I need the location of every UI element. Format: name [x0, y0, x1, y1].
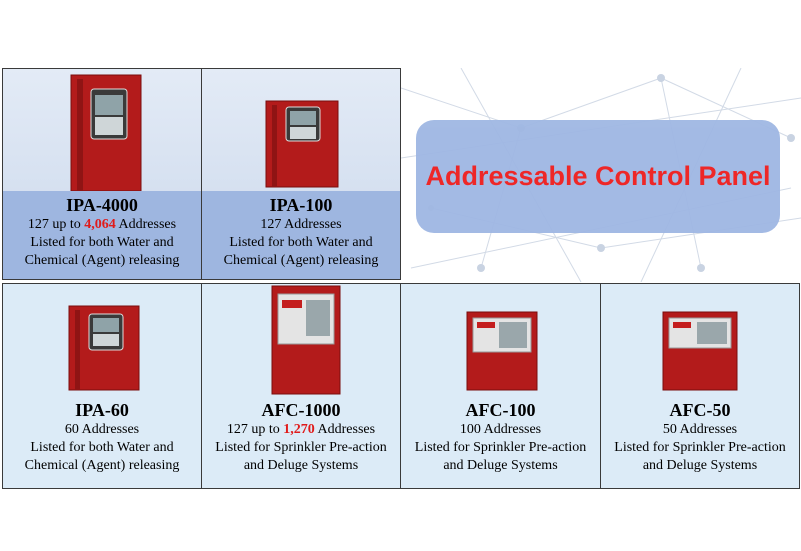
- panel-ipa-4000: IPA-4000 127 up to 4,064 Addresses Liste…: [2, 68, 202, 280]
- panel-caption: AFC-1000 127 up to 1,270 Addresses Liste…: [202, 396, 400, 488]
- panel-listing-line2: Chemical (Agent) releasing: [24, 253, 180, 268]
- panel-name: AFC-1000: [261, 400, 341, 420]
- title-box: Addressable Control Panel: [416, 120, 780, 233]
- panel-listing-line1: Listed for both Water and: [30, 440, 174, 455]
- panel-addresses: 60 Addresses: [64, 422, 140, 437]
- panel-afc-1000: AFC-1000 127 up to 1,270 Addresses Liste…: [201, 283, 401, 489]
- panel-caption: IPA-100 127 Addresses Listed for both Wa…: [202, 191, 400, 279]
- panel-addresses: 50 Addresses: [662, 422, 738, 437]
- panel-listing-line2: and Deluge Systems: [642, 458, 758, 473]
- panel-listing-line2: Chemical (Agent) releasing: [223, 253, 379, 268]
- panel-image: [68, 305, 140, 391]
- panel-name: IPA-4000: [66, 195, 138, 215]
- panel-addresses: 127 up to 1,270 Addresses: [226, 422, 376, 437]
- panel-image: [271, 285, 341, 395]
- panel-image: [70, 74, 142, 191]
- panel-caption: IPA-60 60 Addresses Listed for both Wate…: [3, 396, 201, 488]
- panel-name: IPA-100: [269, 195, 333, 215]
- panel-name: AFC-50: [669, 400, 731, 420]
- panel-caption: IPA-4000 127 up to 4,064 Addresses Liste…: [3, 191, 201, 279]
- panel-caption: AFC-50 50 Addresses Listed for Sprinkler…: [601, 396, 799, 488]
- panel-listing-line1: Listed for both Water and: [229, 235, 373, 250]
- panel-image: [265, 100, 339, 188]
- panel-afc-100: AFC-100 100 Addresses Listed for Sprinkl…: [400, 283, 601, 489]
- panel-listing-line1: Listed for Sprinkler Pre-action: [215, 440, 387, 455]
- panel-image: [662, 311, 738, 391]
- panel-ipa-60: IPA-60 60 Addresses Listed for both Wate…: [2, 283, 202, 489]
- panel-listing-line2: and Deluge Systems: [243, 458, 359, 473]
- panel-ipa-100: IPA-100 127 Addresses Listed for both Wa…: [201, 68, 401, 280]
- panel-name: IPA-60: [75, 400, 129, 420]
- panel-afc-50: AFC-50 50 Addresses Listed for Sprinkler…: [600, 283, 800, 489]
- panel-addresses: 127 up to 4,064 Addresses: [27, 217, 177, 232]
- panel-listing-line1: Listed for both Water and: [30, 235, 174, 250]
- panel-listing-line1: Listed for Sprinkler Pre-action: [414, 440, 587, 455]
- panel-listing-line2: Chemical (Agent) releasing: [24, 458, 180, 473]
- panel-caption: AFC-100 100 Addresses Listed for Sprinkl…: [401, 396, 600, 488]
- panel-image: [466, 311, 538, 391]
- page-title: Addressable Control Panel: [425, 161, 771, 191]
- panel-listing-line1: Listed for Sprinkler Pre-action: [614, 440, 786, 455]
- panel-addresses: 127 Addresses: [260, 217, 342, 232]
- panel-addresses: 100 Addresses: [459, 422, 542, 437]
- panel-listing-line2: and Deluge Systems: [443, 458, 558, 473]
- panel-name: AFC-100: [465, 400, 536, 420]
